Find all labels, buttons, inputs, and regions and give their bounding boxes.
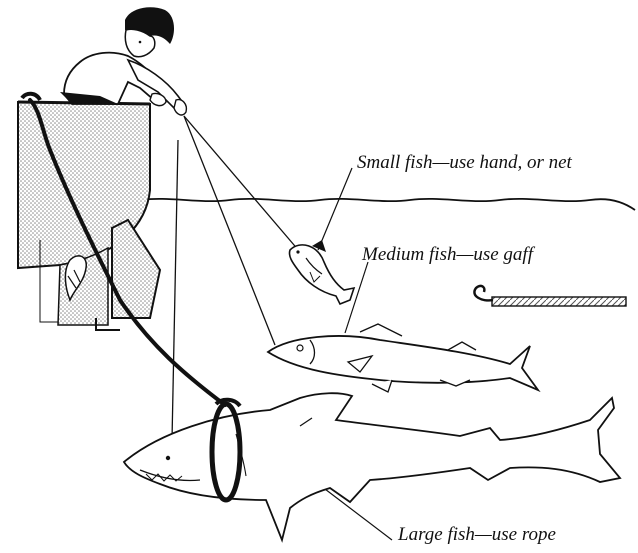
person-icon [60,7,186,115]
medium-fish-icon [268,324,538,392]
small-fish-label: Small fish—use hand, or net [357,152,572,174]
shark-icon [124,393,620,540]
gaff-hook-icon [474,286,626,306]
fishing-lines [172,116,300,440]
water-line [140,199,635,210]
large-fish-label: Large fish—use rope [398,524,556,546]
small-fish-icon [289,240,354,304]
medium-fish-label: Medium fish—use gaff [362,244,533,266]
